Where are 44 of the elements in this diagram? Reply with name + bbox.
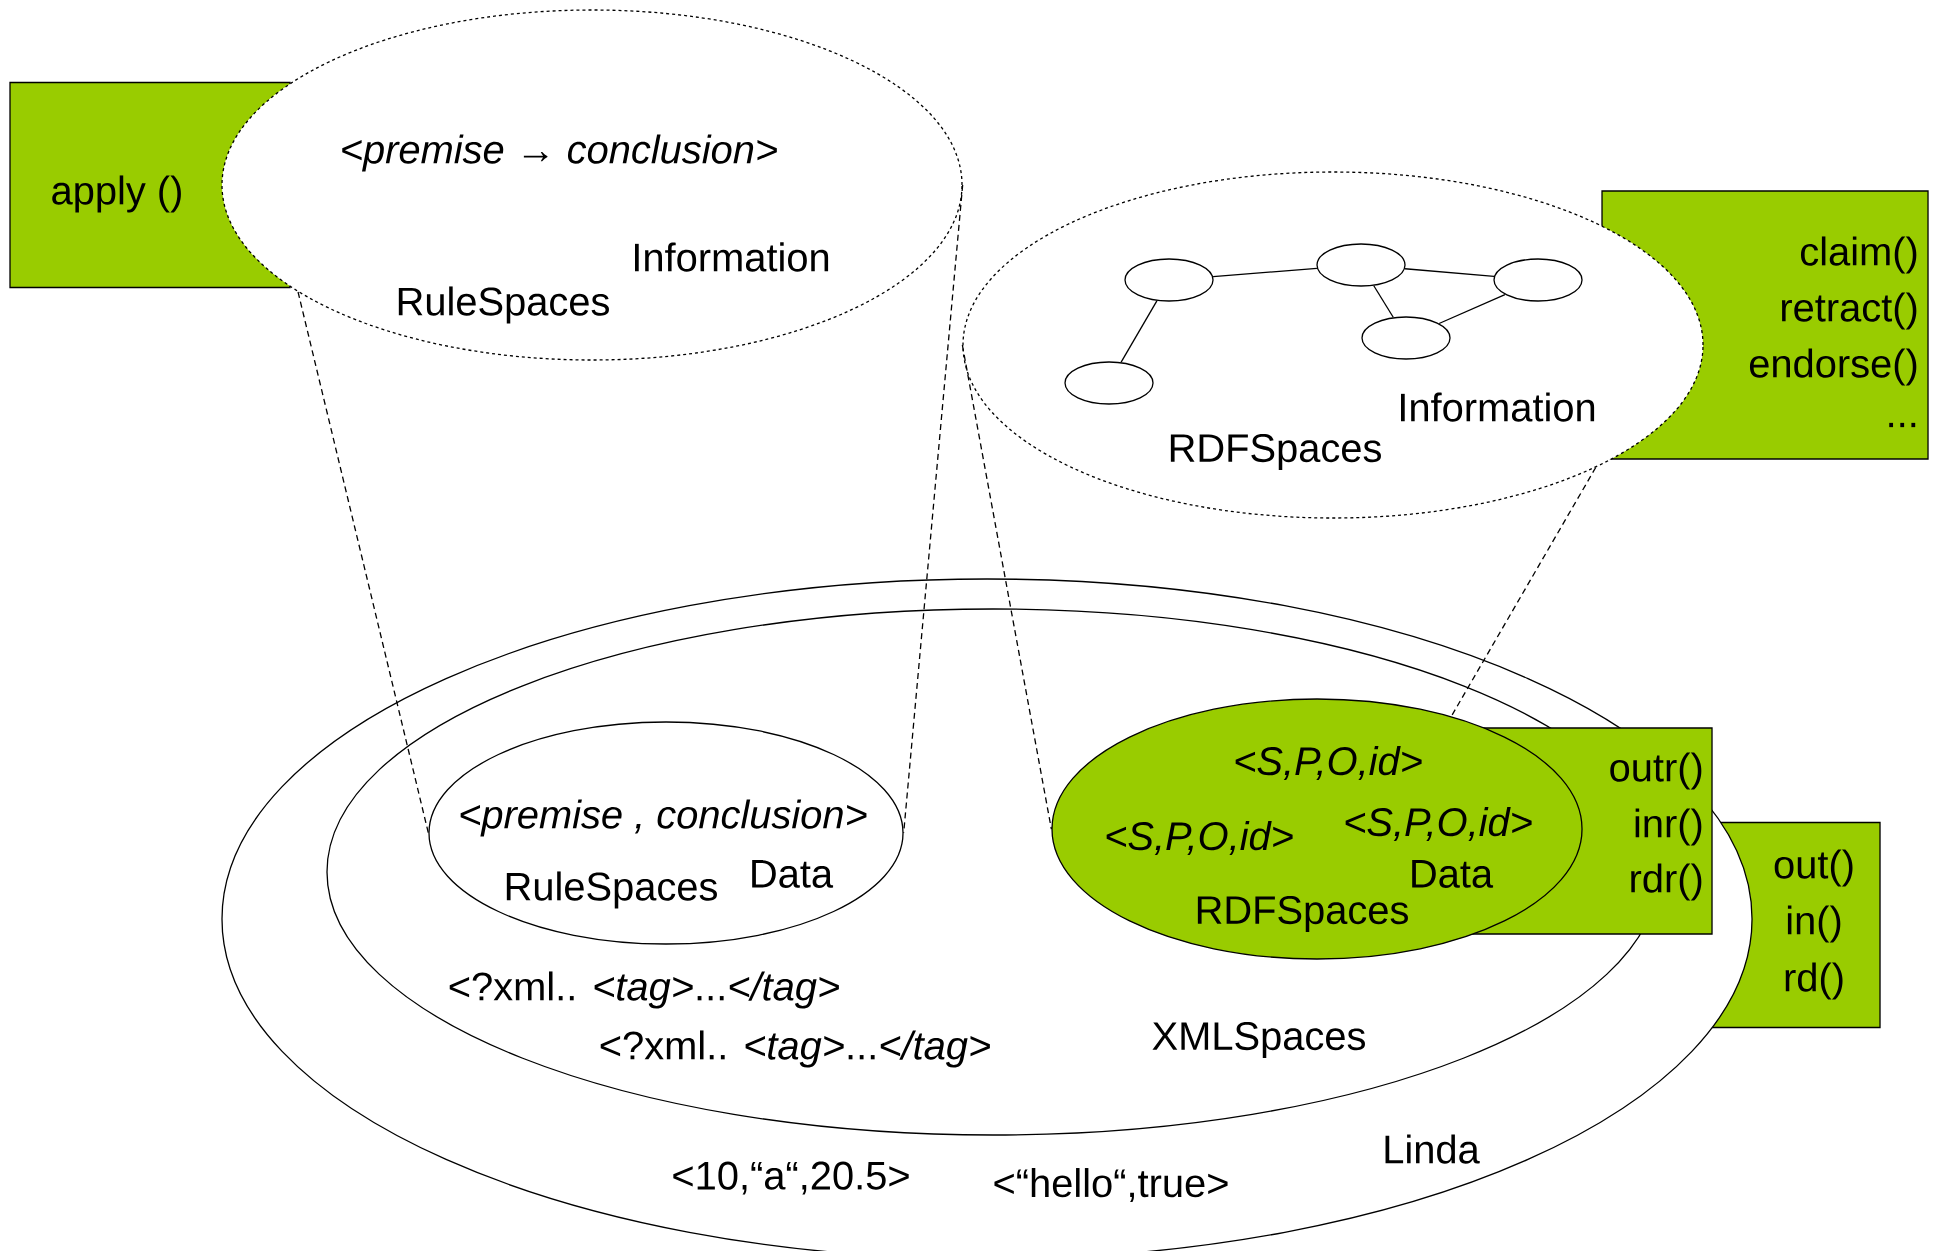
text-label: RDFSpaces (1197, 895, 1408, 933)
graph-node-ellipse (1124, 258, 1214, 302)
text-label: Information (635, 242, 829, 272)
projection-line (961, 344, 1052, 830)
graph-edge (1212, 267, 1318, 278)
text-label: RuleSpaces (398, 286, 609, 324)
text-label: Data (1412, 860, 1494, 888)
projection-line (1450, 466, 1597, 717)
text-label: XMLSpaces (1152, 1021, 1365, 1059)
graph-edge (1438, 293, 1506, 325)
graph-edge (1120, 300, 1158, 363)
text-label: <S,P,O,id> (1106, 821, 1293, 855)
text-label: endorse() (1749, 348, 1917, 386)
graph-node-ellipse (1316, 243, 1406, 287)
graph-edge (1404, 268, 1495, 277)
text-label: apply () (52, 175, 181, 213)
text-label: inr() (1635, 808, 1702, 846)
projection-line (903, 184, 964, 834)
text-label: <?xml.. <tag>...</tag> (449, 971, 839, 1009)
text-label: <premise , conclusion> (460, 799, 867, 837)
text-label: Information (1401, 392, 1595, 422)
text-label: <S,P,O,id> (1235, 746, 1422, 780)
text-label: Data (752, 860, 834, 888)
text-label: <?xml.. <tag>...</tag> (600, 1030, 990, 1068)
graph-edge (1373, 285, 1394, 318)
projection-line (297, 291, 429, 834)
text-label: <“hello“,true> (994, 1168, 1228, 1202)
text-label: <premise → conclusion> (342, 134, 777, 172)
text-label: <10,“a“,20.5> (673, 1161, 909, 1195)
text-label: in() (1787, 905, 1841, 943)
text-label: retract() (1782, 292, 1917, 330)
text-label: Linda (1385, 1134, 1480, 1164)
text-label: outr() (1610, 752, 1702, 790)
text-label: <S,P,O,id> (1345, 807, 1532, 841)
graph-node-ellipse (1493, 258, 1583, 302)
text-label: claim() (1800, 236, 1917, 274)
graph-node-ellipse (1361, 316, 1451, 360)
text-label: ... (1889, 422, 1916, 428)
text-label: rdr() (1631, 863, 1702, 901)
graph-node-ellipse (1064, 361, 1154, 405)
text-label: RDFSpaces (1170, 433, 1381, 471)
text-label: out() (1774, 849, 1853, 887)
text-label: rd() (1785, 962, 1843, 1000)
text-label: RuleSpaces (506, 871, 717, 909)
